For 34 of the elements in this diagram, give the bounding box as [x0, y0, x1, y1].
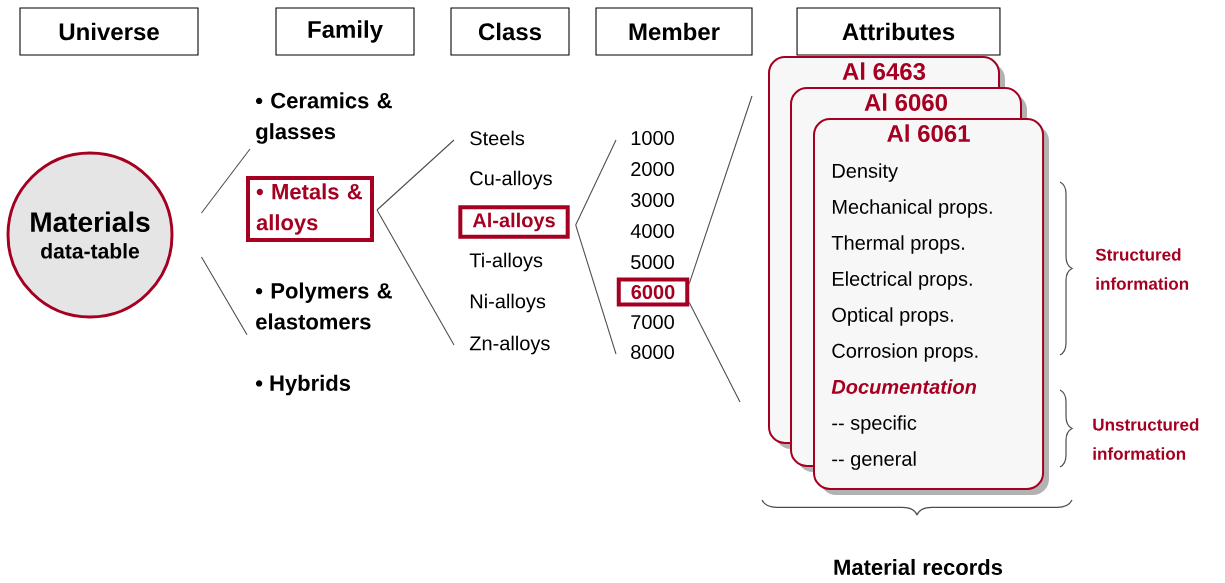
circle-node: Materials data-table: [6, 151, 174, 319]
record-card: Al 6061 Density Mechanical props. Thermal props. Electrical props. Optical props. Corrosion props. Documentation -- specific -- general: [813, 118, 1049, 495]
header-box: Member: [595, 7, 753, 56]
header-box: Attributes: [796, 7, 1001, 56]
connector-line: [200, 148, 251, 214]
connector-line: [575, 224, 617, 355]
connector-line: [688, 95, 753, 285]
connector-line: [575, 139, 617, 226]
connector-line: [376, 139, 455, 211]
list-item: 2000: [631, 161, 674, 177]
family-item: • Polymers & elastomers: [255, 282, 392, 330]
brace-label: Material records: [834, 558, 1003, 576]
header-box: Family: [275, 7, 415, 56]
connector-line: [688, 301, 741, 403]
header-box: Universe: [19, 7, 199, 56]
connector-line: [376, 209, 455, 346]
connector-line: [200, 256, 248, 336]
brace-label: Structured information: [1095, 248, 1189, 290]
highlighted-item-box: 6000: [616, 277, 690, 307]
list-item: 3000: [631, 192, 674, 208]
highlighted-family-box: • Metals & alloys: [246, 175, 374, 243]
header-box: Class: [450, 7, 570, 56]
brace-label: Unstructured information: [1093, 418, 1199, 460]
list-item: 1000: [631, 130, 674, 146]
list-item: 7000: [631, 314, 674, 330]
list-item: 8000: [631, 344, 674, 360]
list-item: Ni-alloys: [470, 293, 546, 313]
family-item: • Hybrids: [255, 374, 351, 396]
family-item: • Ceramics & glasses: [255, 92, 392, 144]
list-item: 5000: [631, 254, 674, 270]
list-item: 4000: [630, 223, 674, 239]
highlighted-item-box: Al-alloys: [458, 205, 570, 239]
list-item: Steels: [470, 130, 525, 146]
list-item: Zn-alloys: [469, 335, 550, 355]
